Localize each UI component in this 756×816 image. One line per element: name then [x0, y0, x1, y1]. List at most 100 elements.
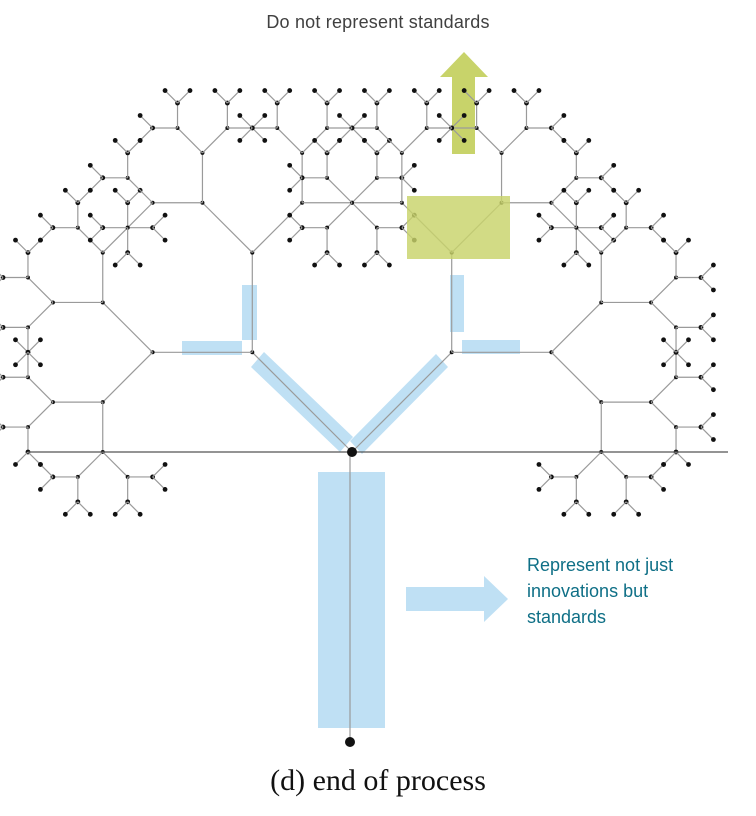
- tree-node: [337, 262, 342, 268]
- tree-branch: [202, 127, 228, 154]
- tree-branch: [164, 90, 178, 104]
- tree-branch: [15, 451, 29, 465]
- tree-node: [411, 187, 417, 193]
- tree-branch: [550, 302, 602, 353]
- tree-branch: [114, 501, 129, 515]
- tree-node: [237, 113, 243, 118]
- tree-branch: [202, 202, 253, 254]
- tree-branch: [650, 277, 677, 303]
- tree-node: [436, 88, 442, 93]
- tree-node: [461, 113, 467, 118]
- tree-node: [337, 88, 342, 93]
- tree-node: [13, 337, 18, 343]
- tree-branch: [376, 90, 390, 104]
- tree-branch: [127, 177, 154, 204]
- tree-node: [262, 88, 268, 93]
- right-horizontal-highlight: [462, 340, 520, 354]
- tree-branch: [239, 115, 253, 129]
- tree-node: [262, 113, 268, 118]
- tree-branch: [27, 351, 41, 366]
- tree-node: [661, 462, 666, 467]
- tree-node: [137, 262, 143, 268]
- tree-node: [38, 237, 43, 243]
- tree-branch: [351, 351, 453, 453]
- tree-node: [536, 237, 542, 243]
- tree-branch: [700, 364, 714, 378]
- tree-branch: [351, 127, 365, 141]
- tree-node: [711, 362, 716, 368]
- tree-branch: [538, 214, 552, 229]
- tree-branch: [127, 189, 141, 204]
- tree-branch: [289, 164, 303, 179]
- tree-branch: [376, 252, 390, 266]
- tree-branch: [675, 451, 689, 465]
- tree-branch: [226, 90, 241, 104]
- binary-tree: [0, 88, 716, 742]
- tree-node: [112, 187, 118, 193]
- tree-node: [38, 337, 43, 343]
- tree-node: [38, 462, 43, 467]
- tree-node: [312, 88, 318, 93]
- tree-node: [611, 162, 617, 168]
- tree-node: [112, 262, 118, 268]
- tree-node: [87, 237, 93, 243]
- tree-branch: [501, 127, 527, 154]
- tree-node: [611, 187, 617, 193]
- tree-branch: [289, 227, 303, 241]
- tree-branch: [77, 189, 91, 204]
- tree-branch: [650, 214, 664, 229]
- tree-node: [511, 88, 517, 93]
- top-arrow-head: [440, 52, 488, 77]
- tree-branch: [152, 464, 166, 478]
- tree-branch: [575, 252, 590, 266]
- tree-branch: [663, 351, 677, 366]
- tree-branch: [276, 90, 291, 104]
- right-annotation: Represent not just innovations but stand…: [527, 552, 752, 630]
- tree-branch: [15, 239, 29, 254]
- tree-branch: [89, 227, 104, 241]
- tree-branch: [600, 451, 627, 478]
- tree-node: [38, 212, 43, 218]
- tree-node: [636, 187, 642, 193]
- tree-branch: [214, 90, 228, 104]
- tree-branch: [575, 227, 602, 254]
- tree-branch: [314, 90, 328, 104]
- tree-branch: [526, 90, 540, 104]
- tree-branch: [376, 127, 403, 154]
- tree-node: [312, 138, 318, 143]
- tree-branch: [27, 376, 54, 403]
- tree-node: [162, 486, 168, 492]
- tree-branch: [40, 476, 54, 490]
- tree-node: [237, 138, 243, 143]
- tree-branch: [401, 177, 415, 191]
- tree-branch: [451, 127, 465, 141]
- tree-branch: [102, 302, 154, 353]
- tree-node: [62, 511, 68, 517]
- tree-branch: [89, 214, 104, 229]
- tree-branch: [613, 501, 627, 515]
- tree-branch: [650, 401, 677, 428]
- tree-branch: [550, 351, 602, 403]
- tree-branch: [438, 127, 453, 141]
- tree-branch: [563, 252, 577, 266]
- tree-node: [686, 237, 691, 243]
- tree-branch: [326, 252, 340, 266]
- tree-node: [586, 511, 592, 517]
- left-horizontal-highlight: [182, 341, 242, 355]
- tree-branch: [600, 227, 615, 241]
- tree-node: [411, 88, 417, 93]
- tree-branch: [114, 189, 129, 204]
- tree-branch: [314, 252, 328, 266]
- tree-node: [137, 511, 143, 517]
- right-arrow-shaft: [406, 587, 485, 611]
- tree-branch: [700, 314, 714, 328]
- tree-branch: [339, 127, 353, 141]
- tree-branch: [364, 90, 378, 104]
- tree-branch: [364, 140, 378, 154]
- tree-branch: [575, 140, 590, 154]
- tree-branch: [663, 451, 677, 465]
- tree-branch: [563, 189, 577, 204]
- tree-branch: [663, 339, 677, 353]
- tree-branch: [575, 451, 602, 478]
- tree-branch: [276, 127, 303, 154]
